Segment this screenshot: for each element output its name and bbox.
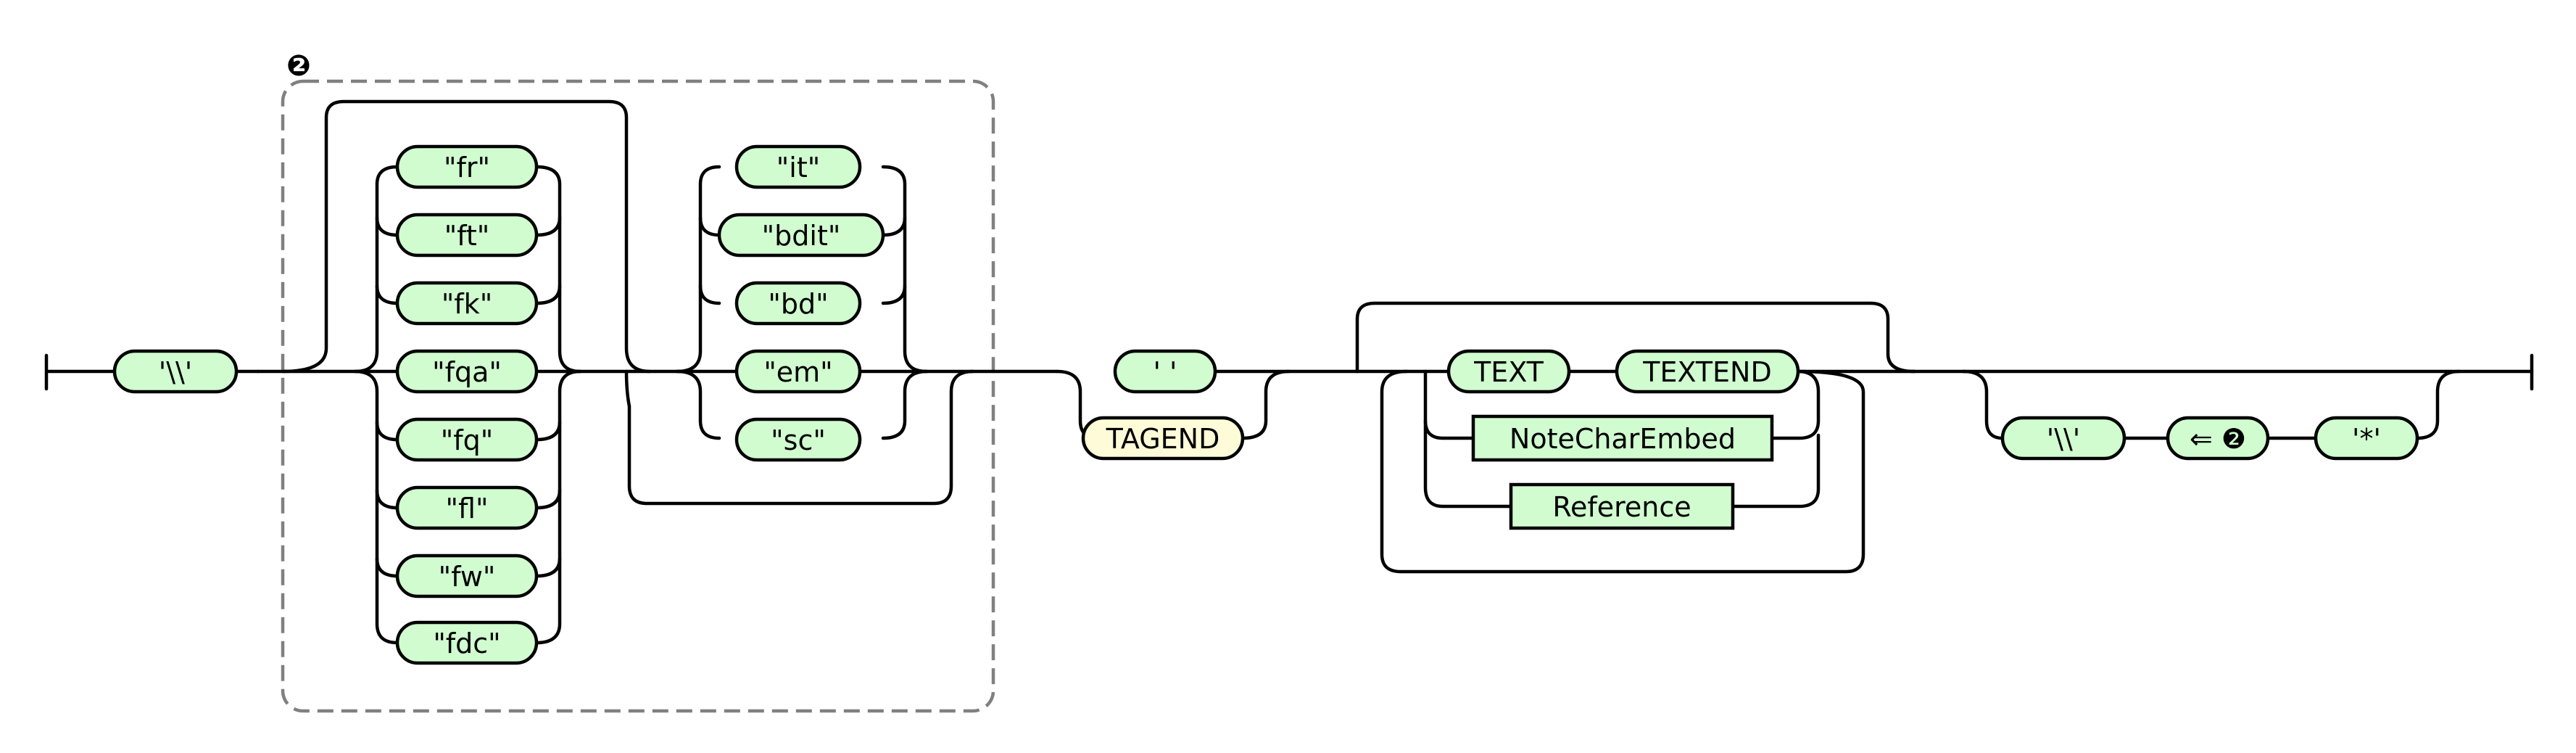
svg-text:"fk": "fk" bbox=[442, 288, 492, 320]
svg-text:'\\': '\\' bbox=[159, 356, 193, 388]
svg-text:"bd": "bd" bbox=[768, 288, 828, 320]
group-marker: ❷ bbox=[286, 49, 311, 83]
svg-text:"fw": "fw" bbox=[439, 561, 496, 593]
svg-text:"fdc": "fdc" bbox=[433, 628, 500, 659]
backref-terminal: ⇐ ❷ bbox=[2166, 416, 2270, 461]
svg-text:"fqa": "fqa" bbox=[432, 356, 502, 388]
star-terminal: '*' bbox=[2314, 416, 2419, 461]
group-box bbox=[281, 79, 995, 713]
terminal-fl: "fl" bbox=[395, 485, 539, 530]
svg-text:"fq": "fq" bbox=[441, 424, 493, 456]
svg-text:NoteCharEmbed: NoteCharEmbed bbox=[1509, 423, 1736, 455]
svg-text:TEXT: TEXT bbox=[1473, 356, 1544, 388]
terminal-em: "em" bbox=[734, 349, 862, 394]
start-backslash-terminal: '\\' bbox=[112, 349, 239, 394]
svg-text:TAGEND: TAGEND bbox=[1106, 423, 1220, 455]
svg-text:"fr": "fr" bbox=[444, 152, 490, 184]
tagend-token: TAGEND bbox=[1081, 416, 1245, 461]
terminal-fqa: "fqa" bbox=[395, 349, 539, 394]
svg-text:' ': ' ' bbox=[1154, 356, 1177, 388]
terminal-fdc: "fdc" bbox=[395, 620, 539, 665]
end-backslash-terminal: '\\' bbox=[2000, 416, 2126, 461]
svg-text:Reference: Reference bbox=[1552, 491, 1691, 523]
terminal-bdit: "bdit" bbox=[717, 213, 885, 258]
terminal-fr: "fr" bbox=[395, 144, 539, 189]
svg-text:TEXTEND: TEXTEND bbox=[1642, 356, 1772, 388]
terminal-space: ' ' bbox=[1113, 349, 1217, 394]
svg-text:⇐ ❷: ⇐ ❷ bbox=[2190, 423, 2246, 455]
terminal-ft: "ft" bbox=[395, 213, 539, 258]
svg-text:"it": "it" bbox=[776, 152, 820, 184]
svg-text:"em": "em" bbox=[763, 356, 832, 388]
terminal-it: "it" bbox=[734, 144, 862, 189]
wires bbox=[44, 99, 2534, 645]
svg-text:"sc": "sc" bbox=[771, 424, 826, 456]
svg-text:"bdit": "bdit" bbox=[762, 220, 841, 252]
svg-text:'\\': '\\' bbox=[2047, 423, 2081, 455]
terminal-sc: "sc" bbox=[734, 417, 862, 462]
terminal-bd: "bd" bbox=[734, 281, 862, 326]
terminal-textend: TEXTEND bbox=[1615, 349, 1800, 394]
terminal-fk: "fk" bbox=[395, 281, 539, 326]
terminal-text: TEXT bbox=[1446, 349, 1571, 394]
nonterminal-notecharembed: NoteCharEmbed bbox=[1471, 414, 1774, 462]
nonterminal-reference: Reference bbox=[1509, 482, 1735, 530]
svg-text:"ft": "ft" bbox=[444, 220, 490, 252]
terminal-fw: "fw" bbox=[395, 554, 539, 598]
terminal-fq: "fq" bbox=[395, 417, 539, 462]
svg-text:'*': '*' bbox=[2352, 423, 2381, 455]
svg-text:"fl": "fl" bbox=[446, 493, 489, 524]
